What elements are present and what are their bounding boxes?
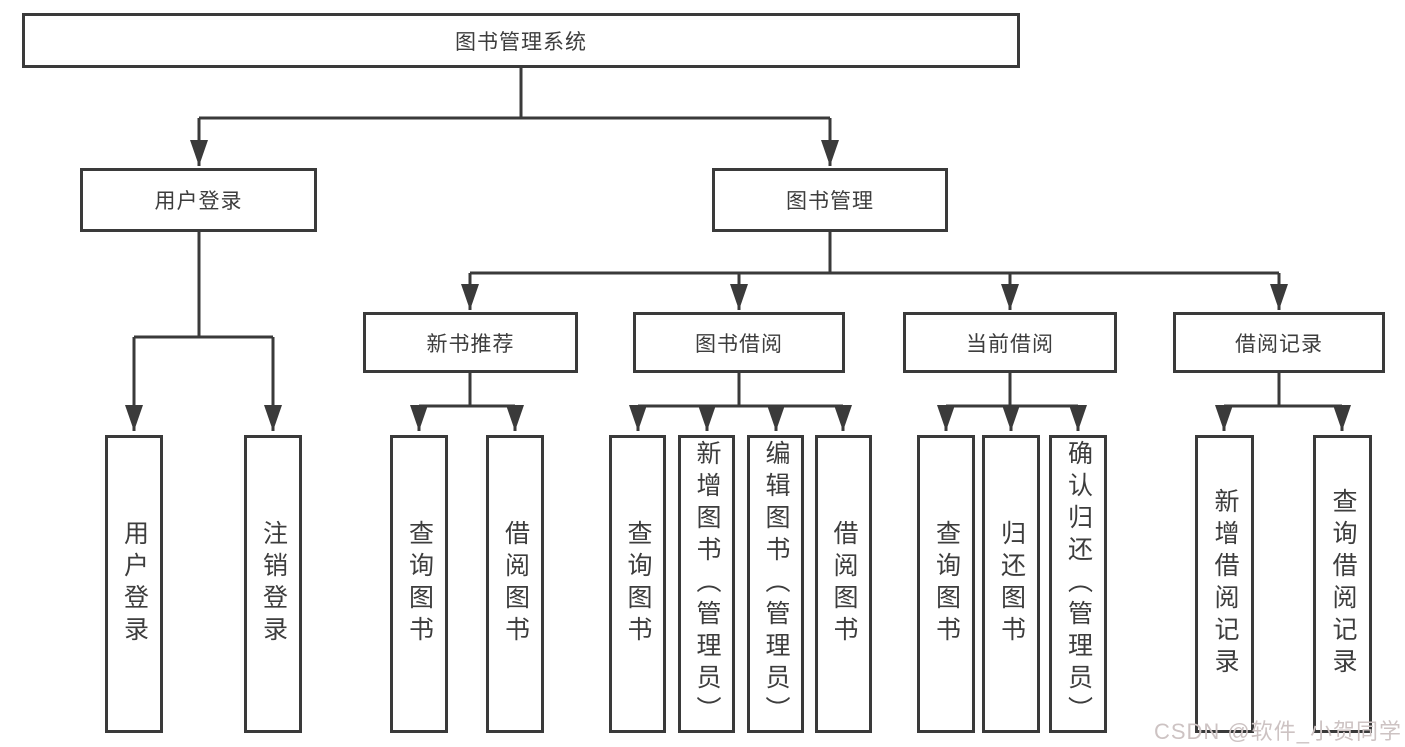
leaf-user-login: 用户登录 <box>105 435 163 733</box>
node-new-book-recommendation: 新书推荐 <box>363 312 578 373</box>
leaf-edit-book-admin-label: 编辑图书（管理员） <box>762 440 790 728</box>
leaf-confirm-return-admin: 确认归还（管理员） <box>1049 435 1107 733</box>
leaf-query-books-current: 查询图书 <box>917 435 975 733</box>
leaf-borrow-books-recommend: 借阅图书 <box>486 435 544 733</box>
leaf-return-books-label: 归还图书 <box>997 520 1026 648</box>
leaf-edit-book-admin: 编辑图书（管理员） <box>747 435 804 733</box>
leaf-query-books-recommend: 查询图书 <box>390 435 448 733</box>
leaf-confirm-return-admin-label: 确认归还（管理员） <box>1064 440 1093 728</box>
leaf-query-books-borrowing-label: 查询图书 <box>624 520 652 648</box>
leaf-add-book-admin-label: 新增图书（管理员） <box>693 440 721 728</box>
leaf-add-book-admin: 新增图书（管理员） <box>678 435 735 733</box>
leaf-logout-login-label: 注销登录 <box>259 520 288 648</box>
leaf-query-books-current-label: 查询图书 <box>932 520 961 648</box>
leaf-borrow-books-recommend-label: 借阅图书 <box>501 520 530 648</box>
leaf-query-borrow-record-label: 查询借阅记录 <box>1329 488 1357 680</box>
leaf-query-books-borrowing: 查询图书 <box>609 435 666 733</box>
connector-arrows <box>125 118 1351 431</box>
node-book-borrowing: 图书借阅 <box>633 312 845 373</box>
node-library-management-system: 图书管理系统 <box>22 13 1020 68</box>
csdn-watermark: CSDN @软件_小贺同学 <box>1153 719 1402 744</box>
leaf-user-login-label: 用户登录 <box>120 520 149 648</box>
node-user-login: 用户登录 <box>80 168 317 232</box>
leaf-query-books-recommend-label: 查询图书 <box>405 520 434 648</box>
leaf-borrow-books-borrowing-label: 借阅图书 <box>830 520 858 648</box>
node-book-management: 图书管理 <box>712 168 948 232</box>
leaf-add-borrow-record-label: 新增借阅记录 <box>1211 488 1239 680</box>
leaf-logout-login: 注销登录 <box>244 435 302 733</box>
leaf-return-books: 归还图书 <box>982 435 1040 733</box>
leaf-add-borrow-record: 新增借阅记录 <box>1195 435 1254 733</box>
leaf-borrow-books-borrowing: 借阅图书 <box>815 435 872 733</box>
leaf-query-borrow-record: 查询借阅记录 <box>1313 435 1372 733</box>
node-borrowing-records: 借阅记录 <box>1173 312 1385 373</box>
node-current-borrowing: 当前借阅 <box>903 312 1117 373</box>
